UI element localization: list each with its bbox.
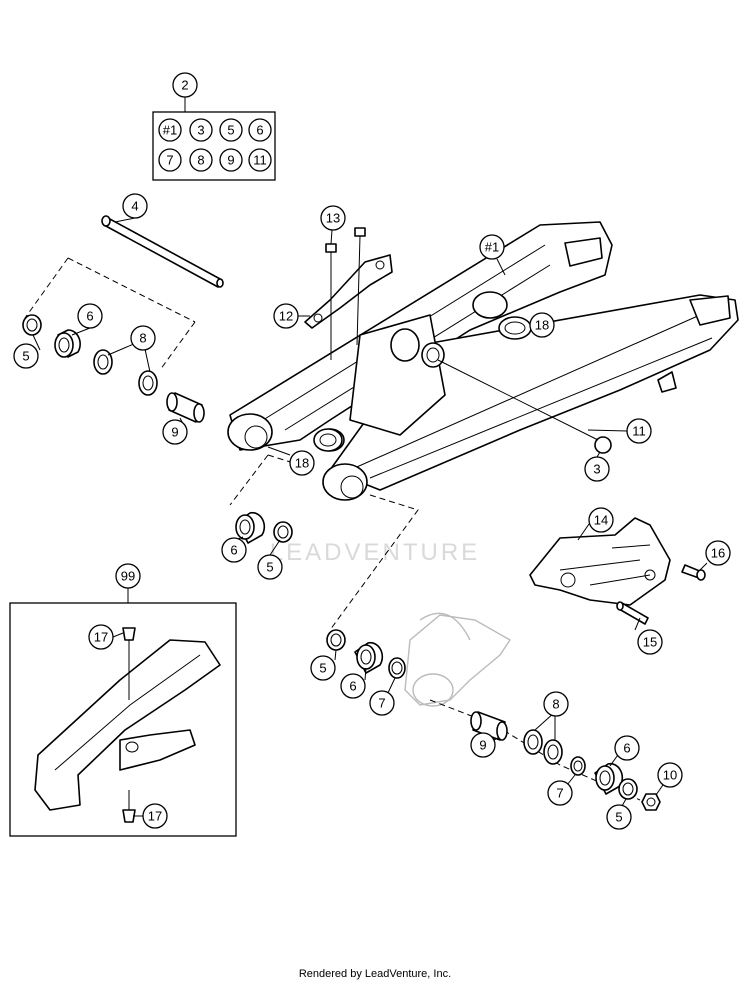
kit-callout[interactable]: 2 xyxy=(172,72,198,98)
svg-text:5: 5 xyxy=(22,349,29,364)
bolt-15 xyxy=(616,601,649,625)
callout-99[interactable]: 99 xyxy=(115,563,141,589)
callout-5-upper-left[interactable]: 5 xyxy=(13,343,39,369)
svg-text:7: 7 xyxy=(378,696,385,711)
svg-text:17: 17 xyxy=(94,630,108,645)
svg-text:9: 9 xyxy=(227,153,234,168)
kit-item: 5 xyxy=(219,118,243,142)
svg-text:11: 11 xyxy=(253,153,267,168)
alignment-guide-center xyxy=(229,454,419,631)
callout-15[interactable]: 15 xyxy=(637,629,663,655)
callout-6-lower-right[interactable]: 6 xyxy=(614,735,640,761)
svg-text:6: 6 xyxy=(623,741,630,756)
callout-17-bottom[interactable]: 17 xyxy=(142,803,168,829)
callout-5-lower-left[interactable]: 5 xyxy=(310,655,336,681)
kit-item: 9 xyxy=(219,148,243,172)
callout-3[interactable]: 3 xyxy=(584,456,610,482)
svg-text:8: 8 xyxy=(552,697,559,712)
callout-7-lower-right[interactable]: 7 xyxy=(547,780,573,806)
svg-text:99: 99 xyxy=(121,569,135,584)
bolt-16 xyxy=(681,564,706,581)
svg-text:9: 9 xyxy=(171,425,178,440)
alignment-guide-left xyxy=(24,257,196,371)
chain-guide xyxy=(529,517,671,606)
grommet-lower xyxy=(313,428,343,452)
left-bearing-stack xyxy=(22,314,205,423)
kit-item: 3 xyxy=(189,118,213,142)
lower-right-stack xyxy=(470,711,661,811)
watermark-text: LEADVENTURE xyxy=(270,539,480,566)
lower-left-stack xyxy=(326,629,406,679)
callout-16[interactable]: 16 xyxy=(705,540,731,566)
svg-text:3: 3 xyxy=(197,123,204,138)
callout-9-lower-right[interactable]: 9 xyxy=(470,732,496,758)
callout-5-lower-right[interactable]: 5 xyxy=(606,804,632,830)
svg-text:5: 5 xyxy=(615,810,622,825)
callout-8-upper-left[interactable]: 8 xyxy=(130,325,156,351)
svg-text:12: 12 xyxy=(279,309,293,324)
callout-6-upper-left[interactable]: 6 xyxy=(77,303,103,329)
svg-text:9: 9 xyxy=(479,738,486,753)
callout-9-upper-left[interactable]: 9 xyxy=(162,419,188,445)
svg-text:8: 8 xyxy=(139,331,146,346)
callout-17-top[interactable]: 17 xyxy=(88,624,114,650)
svg-text:6: 6 xyxy=(256,123,263,138)
alignment-guide-right xyxy=(429,699,641,801)
callout-5-middle[interactable]: 5 xyxy=(257,554,283,580)
callout-6-middle[interactable]: 6 xyxy=(221,537,247,563)
svg-text:15: 15 xyxy=(643,635,657,650)
svg-text:2: 2 xyxy=(181,78,188,93)
svg-text:#1: #1 xyxy=(485,240,499,255)
svg-text:16: 16 xyxy=(711,546,725,561)
callout-12[interactable]: 12 xyxy=(273,303,299,329)
svg-text:#1: #1 xyxy=(163,123,177,138)
pivot-shaft xyxy=(101,215,224,288)
svg-text:4: 4 xyxy=(131,199,138,214)
callout-8-lower-right[interactable]: 8 xyxy=(543,691,569,717)
callout-11[interactable]: 11 xyxy=(626,418,652,444)
svg-text:6: 6 xyxy=(349,679,356,694)
kit-item: 11 xyxy=(248,148,272,172)
callout-13[interactable]: 13 xyxy=(320,205,346,231)
svg-text:5: 5 xyxy=(227,123,234,138)
svg-text:18: 18 xyxy=(295,456,309,471)
callout-4[interactable]: 4 xyxy=(122,193,148,219)
callout-7-lower-left[interactable]: 7 xyxy=(369,690,395,716)
svg-text:5: 5 xyxy=(319,661,326,676)
callout-10[interactable]: 10 xyxy=(657,762,683,788)
svg-text:7: 7 xyxy=(556,786,563,801)
svg-text:11: 11 xyxy=(632,424,646,439)
kit-item: 8 xyxy=(189,148,213,172)
svg-text:13: 13 xyxy=(326,211,340,226)
inset-box xyxy=(9,588,237,837)
callout-18-lower[interactable]: 18 xyxy=(289,450,315,476)
footer-credit: Rendered by LeadVenture, Inc. xyxy=(299,968,451,980)
callout-14[interactable]: 14 xyxy=(588,507,614,533)
svg-text:6: 6 xyxy=(230,543,237,558)
svg-text:8: 8 xyxy=(197,153,204,168)
chain-slider-rubber xyxy=(498,316,532,340)
callout-6-lower-left[interactable]: 6 xyxy=(340,673,366,699)
kit-item: 6 xyxy=(248,118,272,142)
kit-item: #1 xyxy=(158,118,182,142)
bracket-12 xyxy=(304,254,393,329)
svg-text:3: 3 xyxy=(593,462,600,477)
bolts-13 xyxy=(325,227,366,360)
ghost-swingarm xyxy=(404,612,511,707)
svg-text:7: 7 xyxy=(166,153,173,168)
svg-text:5: 5 xyxy=(266,560,273,575)
nut-11 xyxy=(594,436,612,454)
kit-item: 7 xyxy=(158,148,182,172)
callout-1[interactable]: #1 xyxy=(479,234,505,260)
middle-bearing-pair xyxy=(235,511,293,544)
svg-text:10: 10 xyxy=(663,768,677,783)
svg-text:6: 6 xyxy=(86,309,93,324)
svg-text:14: 14 xyxy=(594,513,608,528)
svg-text:17: 17 xyxy=(148,809,162,824)
svg-text:18: 18 xyxy=(535,318,549,333)
callout-18-upper[interactable]: 18 xyxy=(529,312,555,338)
kit-box: 2 #1 3 5 6 7 8 9 11 xyxy=(152,72,276,181)
